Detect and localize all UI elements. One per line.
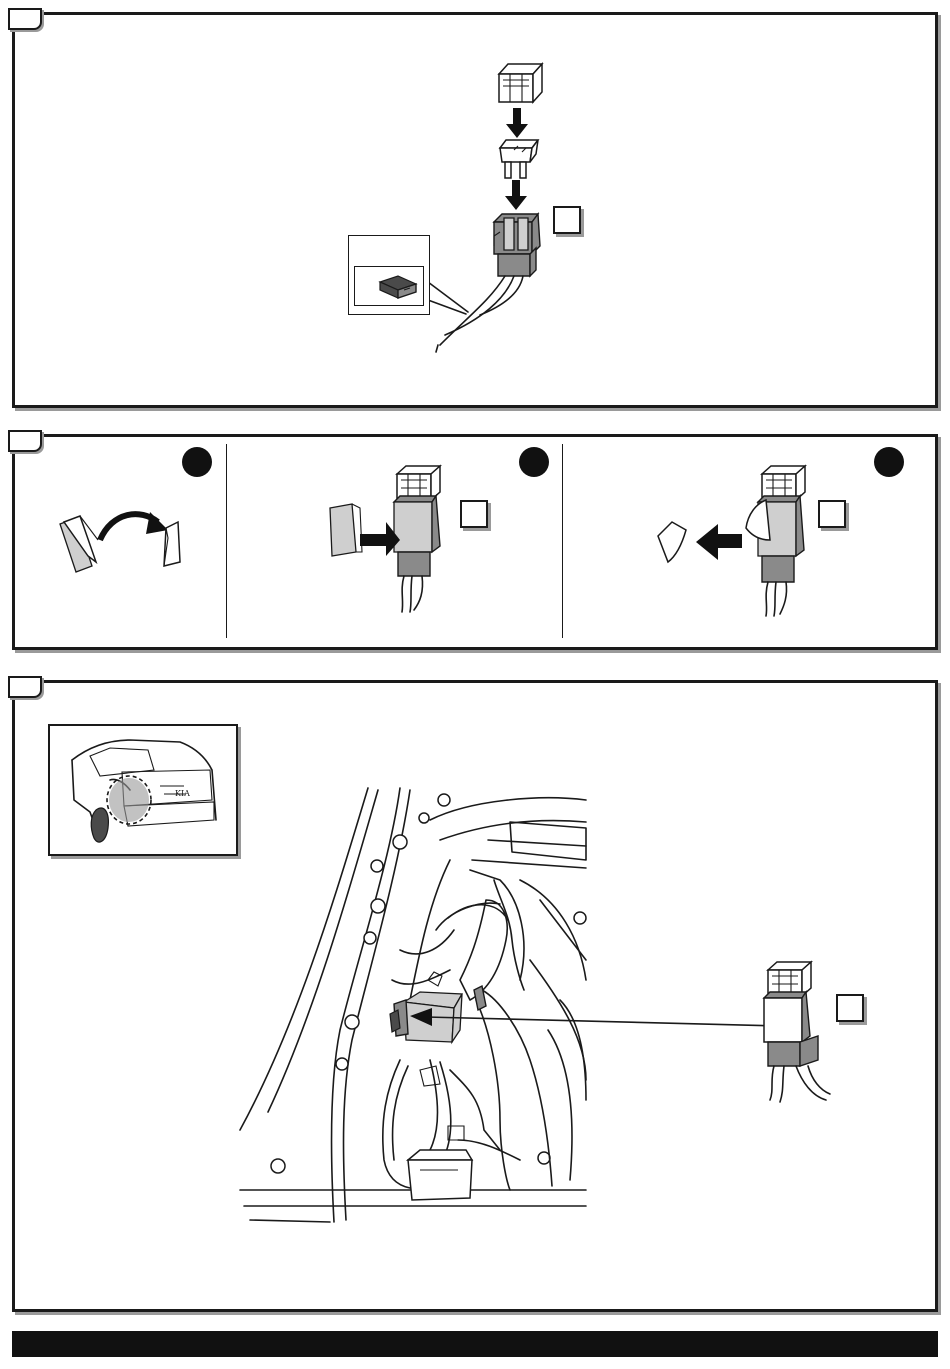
footer-bar (12, 1331, 938, 1357)
fuse-holder-installed-icon (0, 0, 950, 1320)
part-reference-box (836, 994, 864, 1022)
